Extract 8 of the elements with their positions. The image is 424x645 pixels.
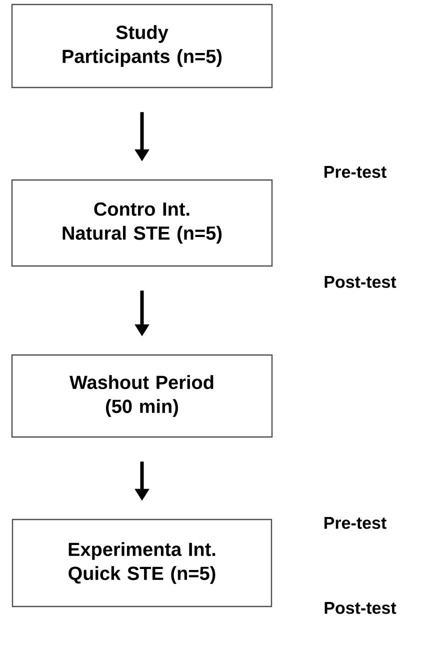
step-label: Pre-test [324,166,386,178]
step-label: Post-test [324,276,396,288]
process-box: Study Participants (n=5) [11,4,273,88]
process-box: Experimenta Int. Quick STE (n=5) [12,518,272,608]
step-label: Pre-test [324,517,386,529]
process-box: Washout Period (50 min) [11,354,273,438]
process-box: Contro Int. Natural STE (n=5) [11,179,273,267]
step-label: Post-test [324,602,396,614]
